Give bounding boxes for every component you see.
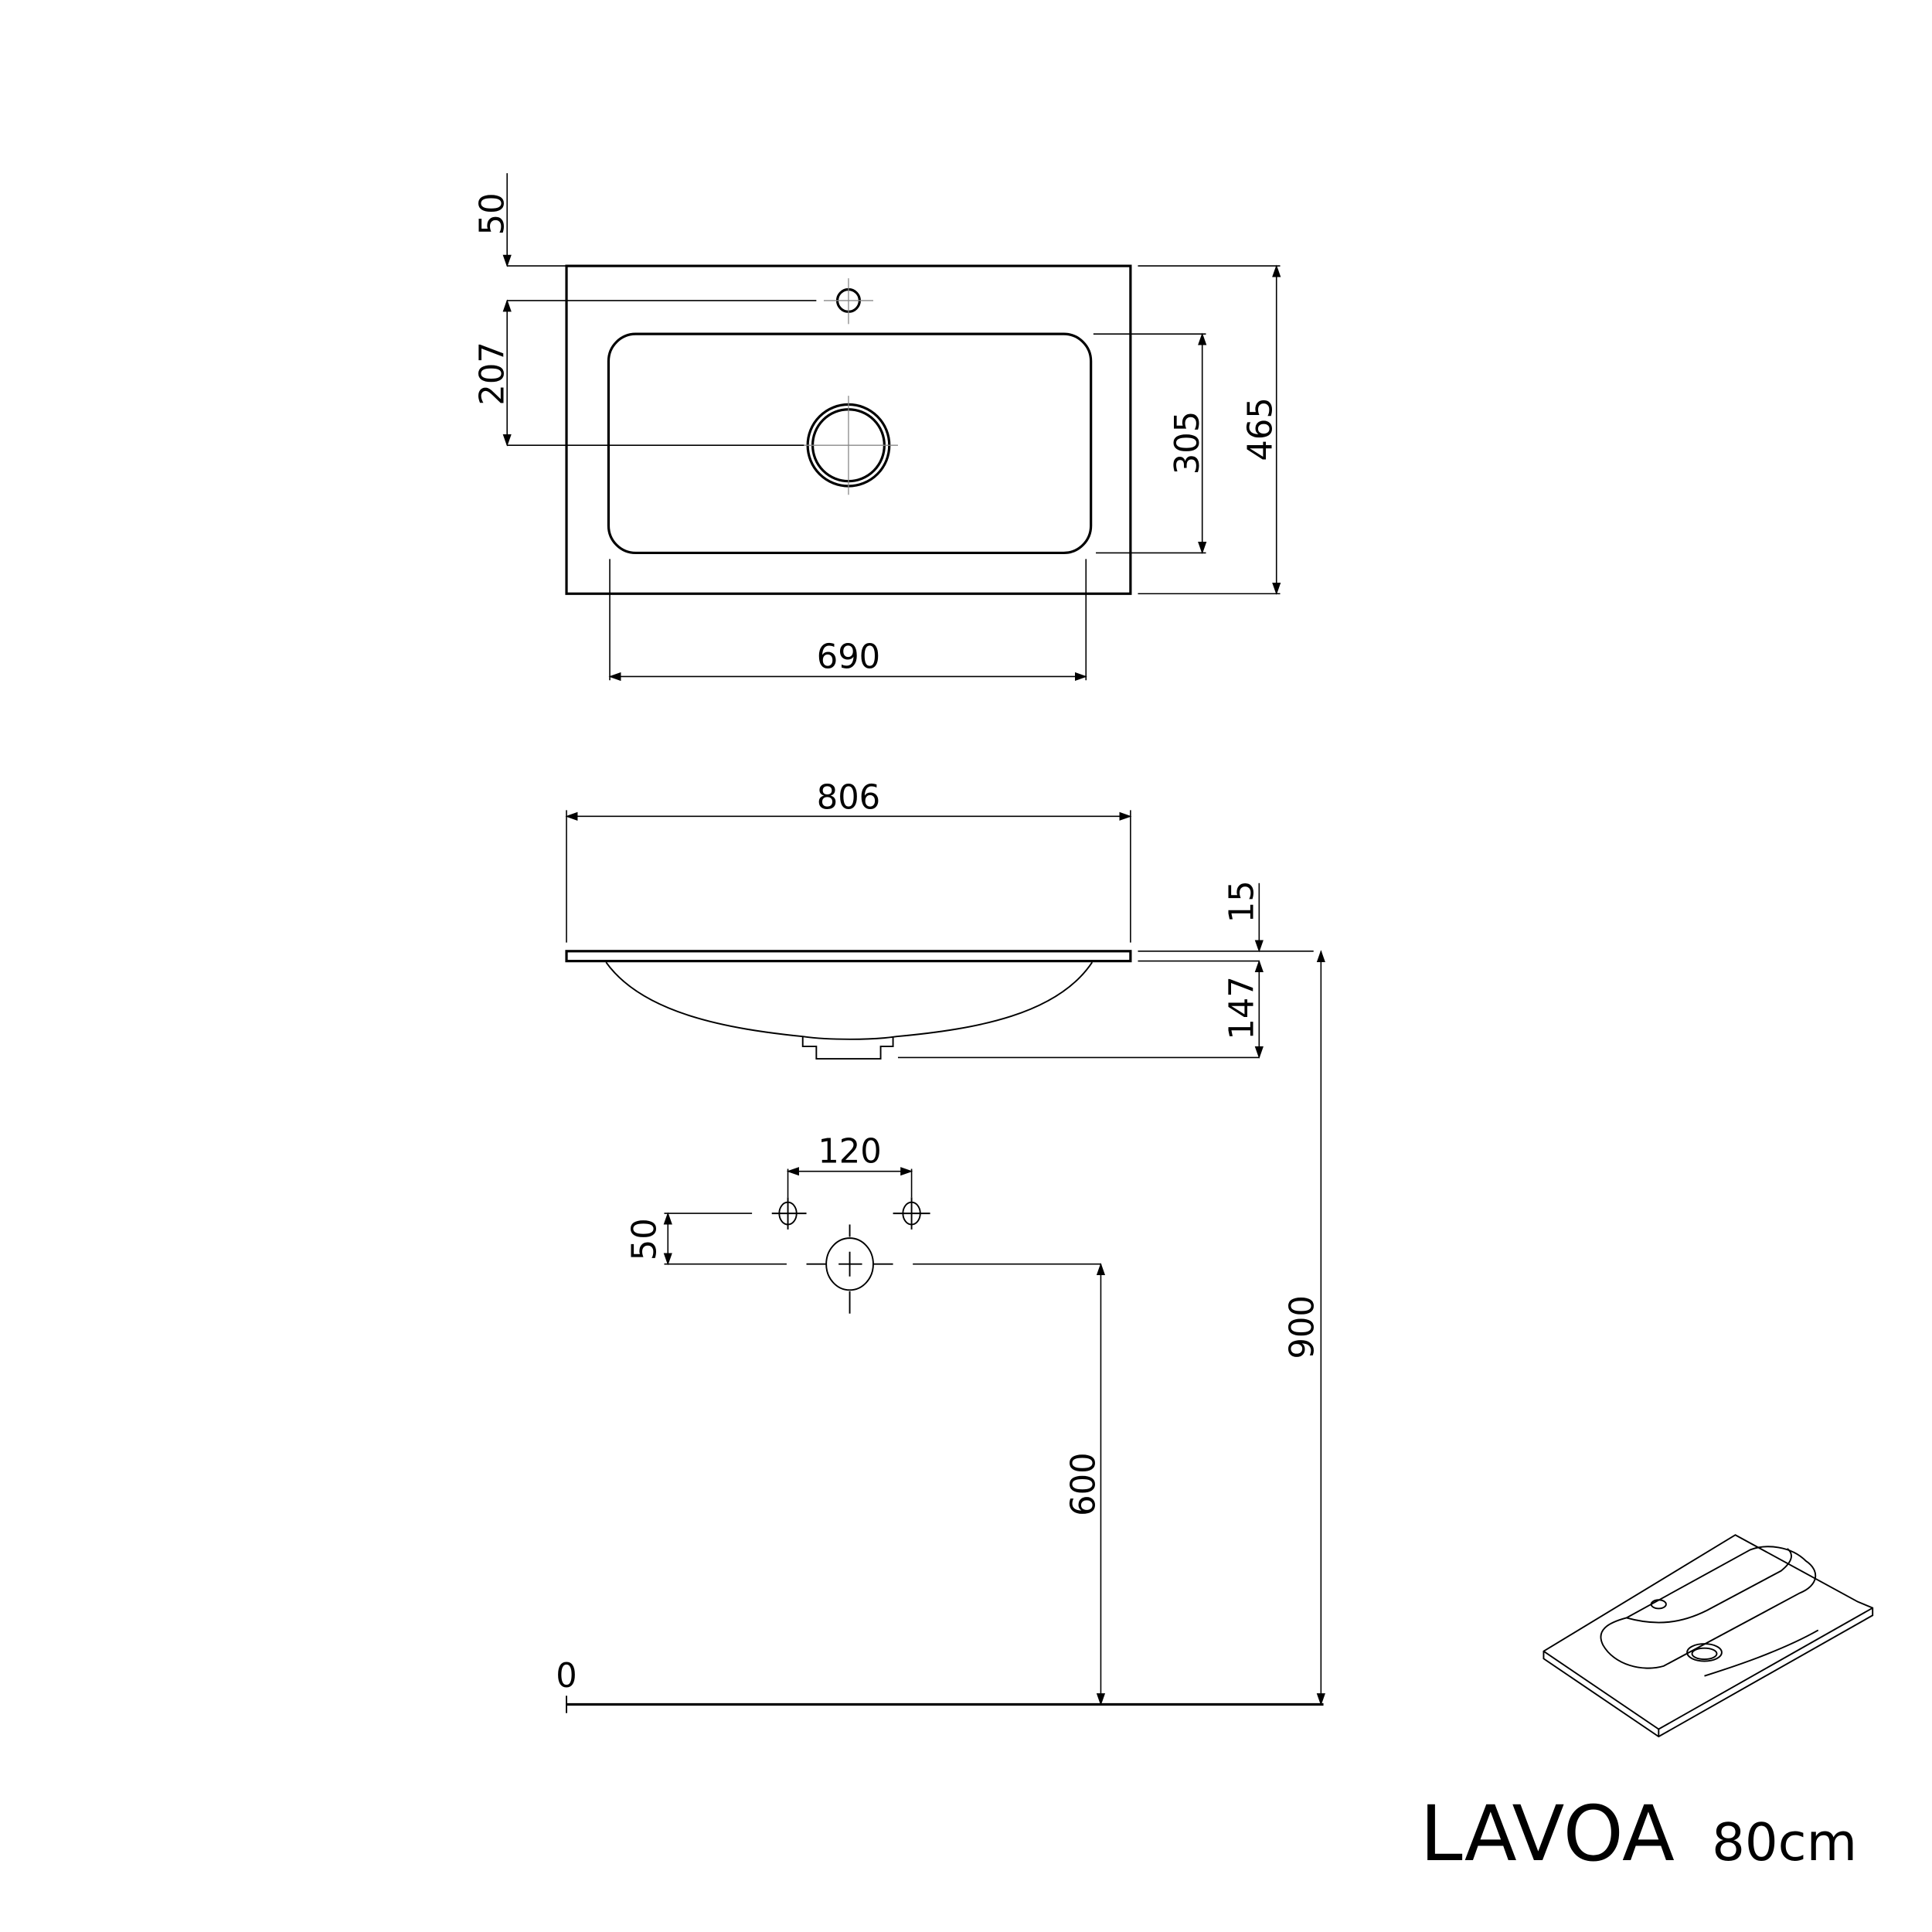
front-view: 806 15 147 900 — [565, 779, 1325, 1706]
installation-view: 120 50 600 0 — [556, 1132, 1324, 1713]
dim-bowl-depth: 147 — [1223, 976, 1261, 1039]
dim-overall-width: 806 — [817, 779, 880, 818]
dim-mounting-height: 900 — [1284, 1295, 1322, 1359]
dim-drain-from-faucet: 207 — [473, 342, 512, 405]
dim-overall-depth: 465 — [1241, 397, 1280, 461]
product-size: 80cm — [1712, 1812, 1857, 1872]
basin-bowl — [605, 961, 1094, 1040]
dim-slab-thickness: 15 — [1223, 880, 1261, 923]
dim-faucet-hole-from-back: 50 — [473, 192, 512, 235]
countertop-outline — [565, 264, 1132, 595]
dim-tap-to-drain-offset: 50 — [625, 1218, 664, 1260]
product-name: LAVOA — [1420, 1790, 1675, 1879]
drain-outlet — [806, 1224, 893, 1314]
tap-connection-right — [893, 1197, 930, 1230]
countertop-slab — [565, 950, 1132, 963]
dim-floor-level: 0 — [556, 1657, 577, 1696]
top-view: 50 207 305 465 690 — [473, 173, 1281, 682]
drain-tail — [801, 1036, 894, 1060]
isometric-preview — [1543, 1534, 1874, 1738]
dim-tap-spacing: 120 — [818, 1132, 881, 1171]
faucet-hole — [823, 278, 873, 325]
dim-basin-depth: 305 — [1168, 411, 1207, 474]
dim-drain-height: 600 — [1064, 1452, 1103, 1515]
basin-outline — [607, 332, 1093, 555]
dim-basin-width: 690 — [817, 638, 880, 676]
drain-hole — [798, 396, 898, 495]
tap-connection-left — [771, 1197, 807, 1230]
